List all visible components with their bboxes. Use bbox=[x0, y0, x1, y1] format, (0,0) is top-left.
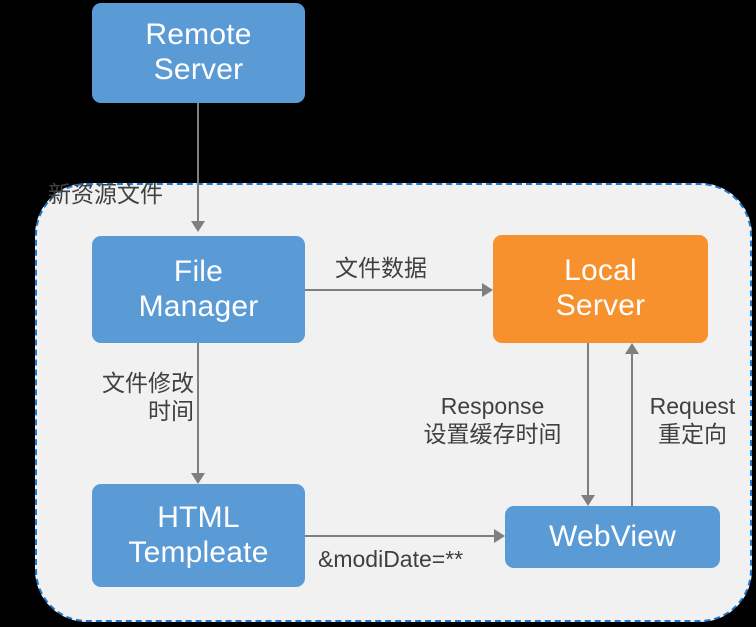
edge-label-file-to-html: 文件修改 时间 bbox=[102, 370, 194, 425]
arrowhead-remote-to-file bbox=[191, 221, 205, 232]
node-webview[interactable]: WebView bbox=[505, 506, 720, 568]
arrowhead-file-to-local bbox=[482, 283, 493, 297]
node-html-templeate[interactable]: HTML Templeate bbox=[92, 484, 305, 587]
connector-local-to-webview bbox=[587, 343, 589, 495]
node-remote-server[interactable]: Remote Server bbox=[92, 3, 305, 103]
edge-label-html-to-webview: &modiDate=** bbox=[318, 546, 464, 572]
edge-label-webview-to-local: Request 重定向 bbox=[649, 393, 736, 448]
edge-label-remote-to-file: 新资源文件 bbox=[48, 181, 163, 207]
connector-file-to-local bbox=[305, 289, 482, 291]
arrowhead-html-to-webview bbox=[494, 529, 505, 543]
connector-remote-to-file bbox=[197, 103, 199, 221]
edge-label-file-to-local: 文件数据 bbox=[335, 255, 427, 281]
node-file-manager[interactable]: File Manager bbox=[92, 236, 305, 343]
connector-webview-to-local bbox=[631, 354, 633, 506]
connector-html-to-webview bbox=[305, 535, 494, 537]
arrowhead-webview-to-local bbox=[625, 343, 639, 354]
arrowhead-file-to-html bbox=[191, 473, 205, 484]
arrowhead-local-to-webview bbox=[581, 495, 595, 506]
edge-label-local-to-webview: Response 设置缓存时间 bbox=[423, 393, 562, 448]
node-local-server[interactable]: Local Server bbox=[493, 235, 708, 343]
connector-file-to-html bbox=[197, 343, 199, 473]
